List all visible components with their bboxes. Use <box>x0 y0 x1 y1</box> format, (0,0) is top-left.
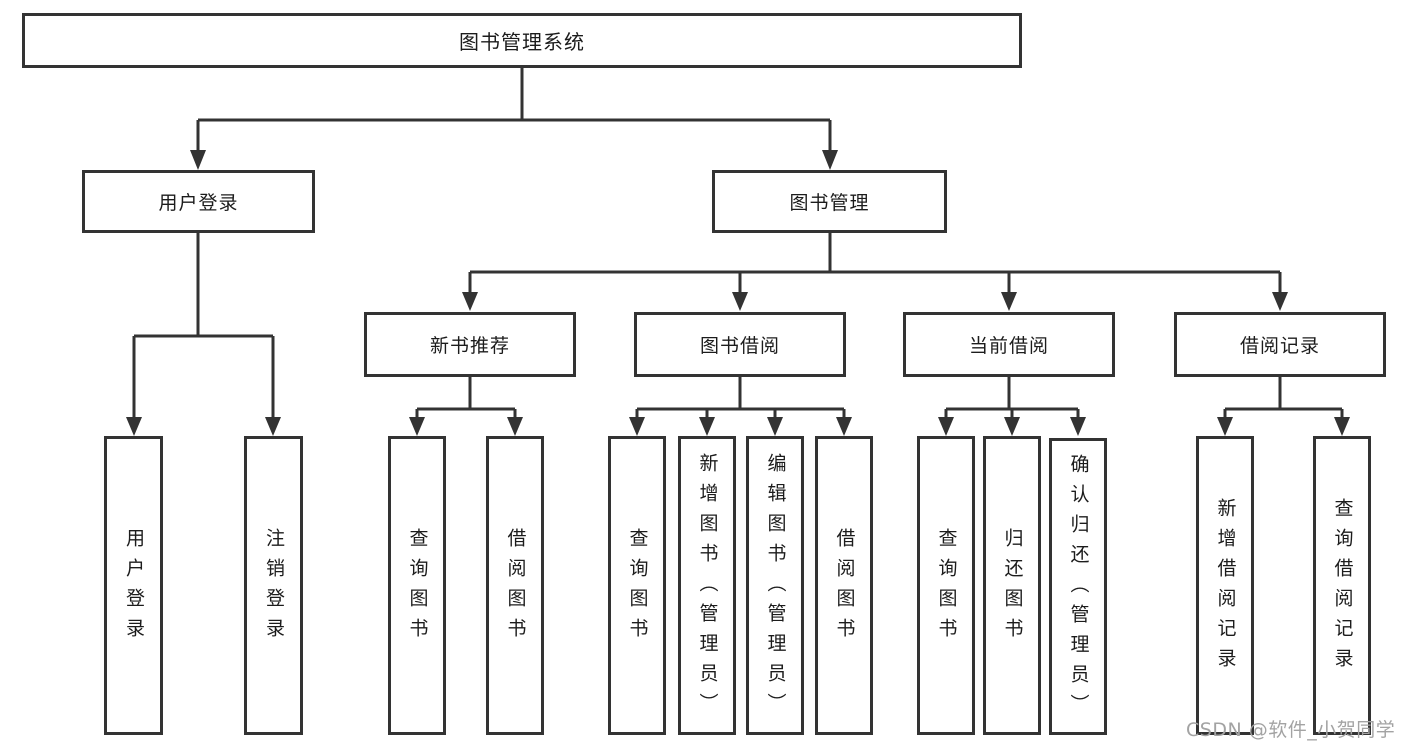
leaf-add-borrow-record: 新增借阅记录 <box>1196 436 1254 735</box>
arrowhead <box>190 150 206 170</box>
node-root-library-system: 图书管理系统 <box>22 13 1022 68</box>
arrowhead <box>629 417 645 436</box>
arrowhead <box>822 150 838 170</box>
arrowhead <box>732 292 748 311</box>
connector-user-login <box>132 233 275 420</box>
leaf-query-books-1: 查询图书 <box>388 436 446 735</box>
connector-book-mgmt <box>468 233 1282 294</box>
leaf-edit-books-admin: 编辑图书（管理员） <box>746 436 804 735</box>
connector-book-borrow <box>635 377 846 420</box>
connector-root-trunk <box>196 68 832 152</box>
leaf-query-books-2: 查询图书 <box>608 436 666 735</box>
arrowhead <box>265 417 281 436</box>
node-book-management: 图书管理 <box>712 170 947 233</box>
node-book-borrow: 图书借阅 <box>634 312 846 377</box>
arrowhead <box>1334 417 1350 436</box>
node-borrow-records: 借阅记录 <box>1174 312 1386 377</box>
csdn-watermark: CSDN @软件_小贺同学 <box>1186 719 1396 741</box>
leaf-user-login: 用户登录 <box>104 436 163 735</box>
connector-borrow-records <box>1223 377 1344 420</box>
leaf-return-books: 归还图书 <box>983 436 1041 735</box>
arrowhead <box>462 292 478 311</box>
node-user-login: 用户登录 <box>82 170 315 233</box>
arrowhead <box>126 417 142 436</box>
node-current-borrow: 当前借阅 <box>903 312 1115 377</box>
arrowhead <box>938 417 954 436</box>
arrowhead <box>409 417 425 436</box>
arrowhead <box>1004 417 1020 436</box>
leaf-add-books-admin: 新增图书（管理员） <box>678 436 736 735</box>
arrowhead <box>507 417 523 436</box>
leaf-borrow-books-1: 借阅图书 <box>486 436 544 735</box>
arrowhead <box>836 417 852 436</box>
arrowhead <box>1001 292 1017 311</box>
leaf-borrow-books-2: 借阅图书 <box>815 436 873 735</box>
leaf-confirm-return-admin: 确认归还（管理员） <box>1049 438 1107 735</box>
connector-current-borrow <box>944 377 1080 420</box>
connector-new-books <box>415 377 517 420</box>
arrowhead <box>1272 292 1288 311</box>
leaf-query-books-3: 查询图书 <box>917 436 975 735</box>
arrowhead <box>699 417 715 436</box>
arrowhead <box>1070 417 1086 436</box>
arrowhead <box>767 417 783 436</box>
leaf-logout: 注销登录 <box>244 436 303 735</box>
leaf-query-borrow-record: 查询借阅记录 <box>1313 436 1371 735</box>
node-new-book-recommend: 新书推荐 <box>364 312 576 377</box>
arrowhead <box>1217 417 1233 436</box>
